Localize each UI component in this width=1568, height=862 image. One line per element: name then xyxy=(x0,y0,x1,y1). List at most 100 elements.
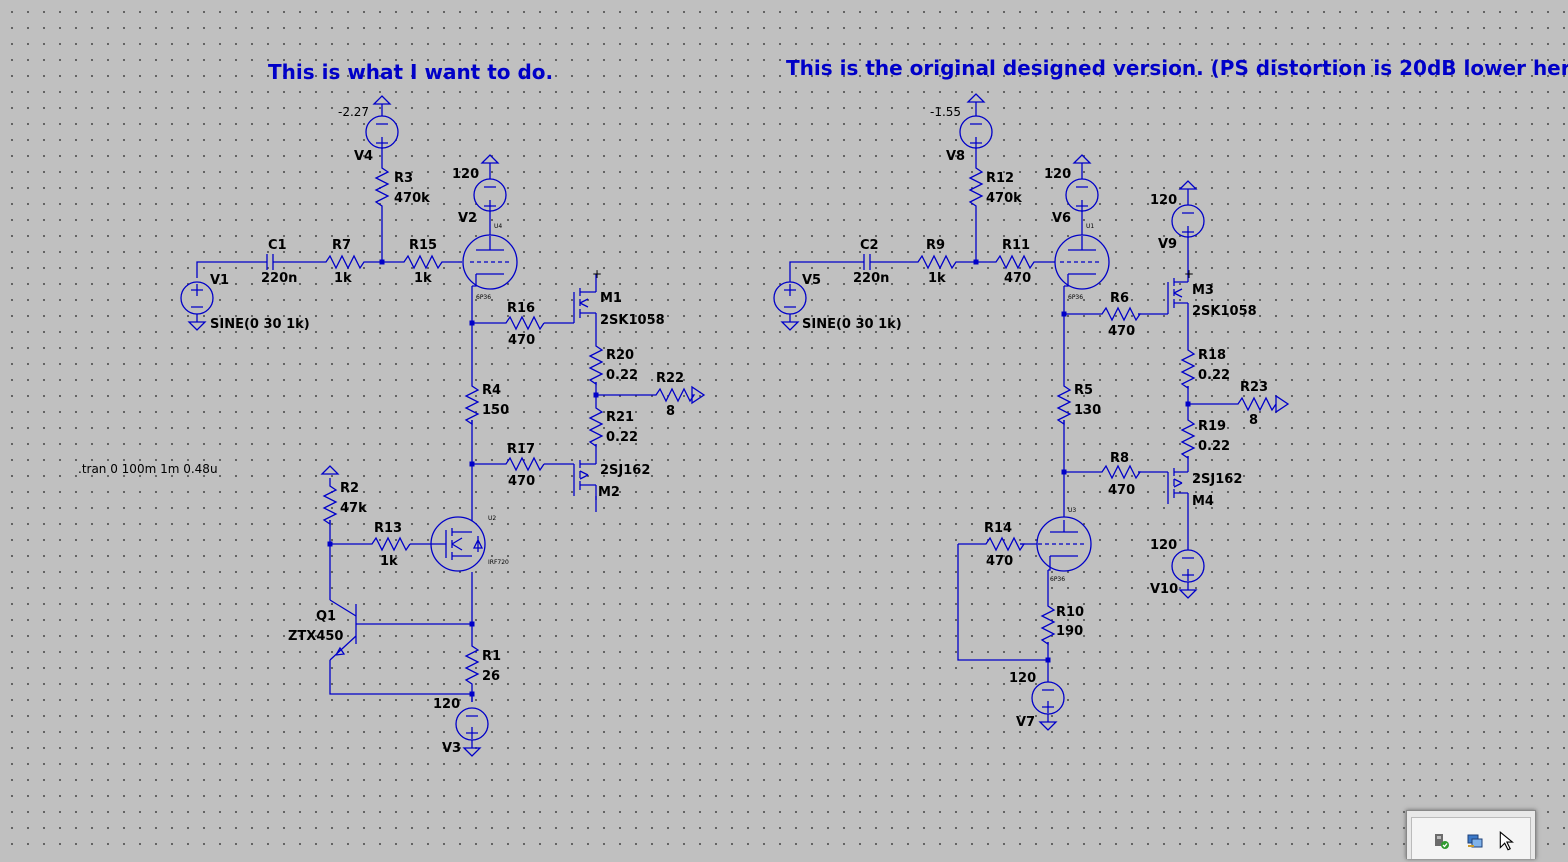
resistor-r22[interactable]: R22 8 xyxy=(650,371,706,419)
bjt-q1[interactable]: Q1 ZTX450 xyxy=(288,599,357,661)
voltage-source-v6[interactable]: 120 V6 xyxy=(1044,154,1099,226)
resistor-r6[interactable]: R6 470 xyxy=(1096,291,1142,339)
resistor-r23-name-label: R23 xyxy=(1240,380,1268,395)
resistor-r14-name-label: R14 xyxy=(984,521,1012,536)
resistor-r23-symbol xyxy=(1232,394,1290,414)
capacitor-c2[interactable]: C2 220n xyxy=(852,238,889,286)
bjt-q1-name-label: Q1 xyxy=(316,609,336,624)
resistor-r8-symbol xyxy=(1096,464,1142,480)
resistor-r21-name-label: R21 xyxy=(606,410,634,425)
vacuum-tube-u4-label: 6P36 xyxy=(476,294,491,301)
vacuum-tube-u4[interactable]: U4 6P36 xyxy=(462,223,518,301)
resistor-r19-value-label: 0.22 xyxy=(1198,439,1230,454)
resistor-r12[interactable]: R12 470k xyxy=(968,160,1022,216)
voltage-source-v5[interactable]: V5 SINE(0 30 1k) xyxy=(773,273,902,332)
resistor-r1-name-label: R1 xyxy=(482,649,501,664)
vacuum-tube-u3-symbol xyxy=(1048,555,1078,571)
mosfet-m1-label: + xyxy=(592,267,602,281)
resistor-r7-symbol xyxy=(318,254,376,270)
left-junctions-symbol xyxy=(469,621,475,627)
capacitor-c2-value-label: 220n xyxy=(853,271,889,286)
voltage-source-v8[interactable]: -1.55 V8 xyxy=(930,93,993,164)
resistor-r1-value-label: 26 xyxy=(482,669,500,684)
voltage-source-v10-symbol xyxy=(1182,557,1194,581)
voltage-source-v4-name-label: V4 xyxy=(354,149,373,164)
spice-directive[interactable]: .tran 0 100m 1m 0.48u xyxy=(78,462,218,476)
resistor-r19[interactable]: R19 0.22 xyxy=(1180,414,1230,460)
capacitor-c1-value-label: 220n xyxy=(261,271,297,286)
mosfet-m4-name-label: M4 xyxy=(1192,494,1214,509)
resistor-r22-symbol xyxy=(650,385,706,405)
voltage-source-v5-value-label: SINE(0 30 1k) xyxy=(802,317,902,332)
mosfet-m4[interactable]: 2SJ162 M4 xyxy=(1167,468,1242,509)
left-junctions-symbol xyxy=(469,320,475,326)
vacuum-tube-u1-symbol xyxy=(1064,273,1096,287)
resistor-r18-value-label: 0.22 xyxy=(1198,368,1230,383)
mosfet-m4-value-label: 2SJ162 xyxy=(1192,472,1242,487)
resistor-r20[interactable]: R20 0.22 xyxy=(588,340,638,386)
resistor-r2-symbol xyxy=(322,484,338,526)
voltage-source-v7-name-label: V7 xyxy=(1016,715,1035,730)
resistor-r20-value-label: 0.22 xyxy=(606,368,638,383)
mosfet-m3[interactable]: + M3 2SK1058 xyxy=(1167,267,1257,319)
resistor-r1-symbol xyxy=(464,640,480,690)
resistor-r17[interactable]: R17 470 xyxy=(500,442,545,489)
resistor-r21[interactable]: R21 0.22 xyxy=(588,402,638,448)
mosfet-m2[interactable]: 2SJ162 M2 xyxy=(573,460,650,500)
voltage-source-v1[interactable]: V1 SINE(0 30 1k) xyxy=(180,273,310,332)
mosfet-u2-label: U2 xyxy=(488,515,496,522)
vacuum-tube-u1-label: U1 xyxy=(1086,223,1094,230)
network-icon[interactable] xyxy=(1466,832,1484,850)
resistor-r4-value-label: 150 xyxy=(482,403,509,418)
voltage-source-v2-value-label: 120 xyxy=(452,167,479,182)
voltage-source-v1-symbol xyxy=(191,284,203,308)
mosfet-m2-name-label: M2 xyxy=(598,485,620,500)
resistor-r13[interactable]: R13 1k xyxy=(366,521,411,569)
resistor-r7[interactable]: R7 1k xyxy=(318,238,376,286)
resistor-r18[interactable]: R18 0.22 xyxy=(1180,344,1230,390)
voltage-source-v6-symbol xyxy=(1076,186,1088,212)
mosfet-u2-label: IRF720 xyxy=(488,559,509,566)
resistor-r19-symbol xyxy=(1180,414,1196,460)
cursor-icon[interactable] xyxy=(1498,830,1518,852)
resistor-r9[interactable]: R9 1k xyxy=(912,238,968,286)
resistor-r16[interactable]: R16 470 xyxy=(500,301,545,348)
resistor-r2[interactable]: R2 47k xyxy=(320,465,367,526)
mosfet-u2[interactable]: U2 IRF720 xyxy=(430,515,509,572)
resistor-r10[interactable]: R10 190 xyxy=(1040,600,1084,646)
voltage-source-v3-symbol xyxy=(466,715,478,739)
vacuum-tube-u1[interactable]: U1 6P36 xyxy=(1054,223,1110,301)
voltage-source-v9-symbol xyxy=(1182,212,1194,238)
resistor-r15[interactable]: R15 1k xyxy=(396,238,458,286)
resistor-r3[interactable]: R3 470k xyxy=(374,160,430,216)
resistor-r4[interactable]: R4 150 xyxy=(464,380,509,426)
vacuum-tube-u3[interactable]: U3 6P36 xyxy=(1036,507,1092,583)
mosfet-m3-value-label: 2SK1058 xyxy=(1192,304,1257,319)
left-wires-symbol xyxy=(329,660,472,695)
voltage-source-v9[interactable]: 120 V9 xyxy=(1150,180,1205,252)
resistor-r8[interactable]: R8 470 xyxy=(1096,451,1142,498)
resistor-r14-value-label: 470 xyxy=(986,554,1013,569)
voltage-source-v9-value-label: 120 xyxy=(1150,193,1177,208)
mosfet-m1-symbol xyxy=(579,291,596,314)
resistor-r14[interactable]: R14 470 xyxy=(980,521,1026,569)
resistor-r6-value-label: 470 xyxy=(1108,324,1135,339)
voltage-source-v7[interactable]: 120 V7 xyxy=(1009,671,1065,731)
voltage-source-v3[interactable]: 120 V3 xyxy=(433,697,489,757)
resistor-r6-symbol xyxy=(1096,306,1142,322)
resistor-r11[interactable]: R11 470 xyxy=(990,238,1050,286)
usb-device-icon[interactable] xyxy=(1432,832,1450,850)
voltage-source-v7-value-label: 120 xyxy=(1009,671,1036,686)
resistor-r23[interactable]: R23 8 xyxy=(1232,380,1290,428)
voltage-source-v4[interactable]: -2.27 V4 xyxy=(338,95,399,164)
resistor-r1[interactable]: R1 26 xyxy=(464,640,501,690)
mosfet-m1-value-label: 2SK1058 xyxy=(600,313,665,328)
resistor-r5[interactable]: R5 130 xyxy=(1056,380,1101,426)
mosfet-m1[interactable]: + M1 2SK1058 xyxy=(573,267,665,328)
voltage-source-v10[interactable]: 120 V10 xyxy=(1150,538,1205,599)
capacitor-c1[interactable]: C1 220n xyxy=(256,238,297,286)
resistor-r9-symbol xyxy=(912,254,968,270)
left-junctions-symbol xyxy=(327,541,333,547)
voltage-source-v2[interactable]: 120 V2 xyxy=(452,154,507,226)
